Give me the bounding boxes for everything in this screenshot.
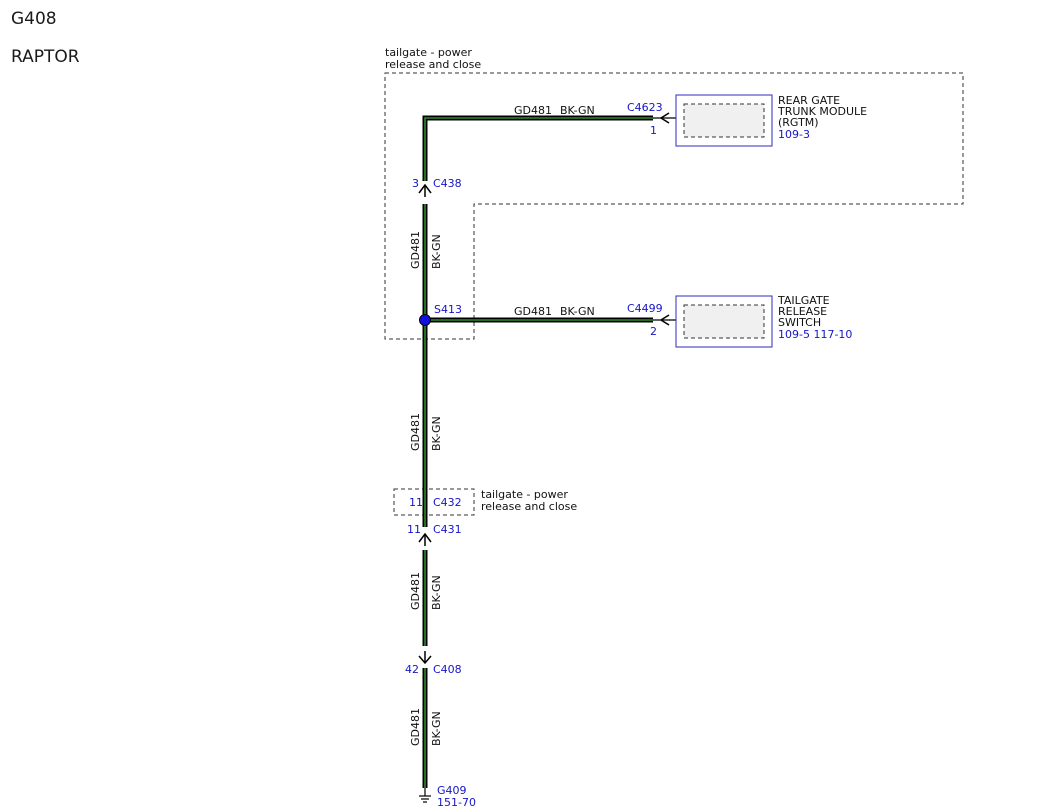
wire-circuit-label: GD481 xyxy=(409,231,422,269)
rgtm-name-line1: REAR GATE xyxy=(778,94,840,107)
wire-circuit-label: GD481 xyxy=(514,104,552,117)
wire-circuit-label: GD481 xyxy=(409,708,422,746)
ground-icon xyxy=(419,788,431,803)
c432-pin-number: 11 xyxy=(409,496,423,509)
ground-ref: 151-70 xyxy=(437,796,476,809)
wire-color-label: BK-GN xyxy=(430,711,443,746)
splice-s413-dot xyxy=(419,314,431,326)
c438-pin-number: 3 xyxy=(412,177,419,190)
switch-pin-number: 2 xyxy=(650,325,657,338)
zone-label-line1: tailgate - power xyxy=(481,488,568,501)
wire-color-label: BK-GN xyxy=(430,575,443,610)
c408-connector-id: C408 xyxy=(433,663,462,676)
page-title: G408 xyxy=(11,9,57,29)
wire-segments xyxy=(422,115,653,788)
c432-connector-id: C432 xyxy=(433,496,462,509)
switch-name-line3: SWITCH xyxy=(778,316,821,329)
rgtm-component xyxy=(675,94,773,147)
zone-label-line2: release and close xyxy=(481,500,577,513)
c438-connector-id: C438 xyxy=(433,177,462,190)
switch-component xyxy=(675,295,773,348)
c432-zone-outline xyxy=(393,488,475,516)
wire-circuit-label: GD481 xyxy=(409,572,422,610)
rgtm-pin-arrow-icon xyxy=(659,112,670,124)
wire-color-label: BK-GN xyxy=(430,416,443,451)
wire-color-label: BK-GN xyxy=(560,104,595,117)
switch-ref: 109-5 117-10 xyxy=(778,328,852,341)
c408-pin-number: 42 xyxy=(405,663,419,676)
switch-name-line1: TAILGATE xyxy=(777,294,830,307)
wire-circuit-label: GD481 xyxy=(409,413,422,451)
rgtm-pin-number: 1 xyxy=(650,124,657,137)
switch-pin-arrow-icon xyxy=(659,314,670,326)
vehicle-model: RAPTOR xyxy=(11,47,80,67)
wire-color-label: BK-GN xyxy=(560,305,595,318)
switch-connector-id: C4499 xyxy=(627,302,663,315)
ground-id: G409 xyxy=(437,784,467,797)
rgtm-ref: 109-3 xyxy=(778,128,810,141)
wire-color-label: BK-GN xyxy=(430,234,443,269)
splice-id: S413 xyxy=(434,303,462,316)
rgtm-name-line2: TRUNK MODULE xyxy=(777,105,867,118)
zone-label-line1: tailgate - power xyxy=(385,46,472,59)
tailgate-zone-outline xyxy=(384,72,964,340)
c431-connector-id: C431 xyxy=(433,523,462,536)
switch-name-line2: RELEASE xyxy=(778,305,827,318)
wire-circuit-label: GD481 xyxy=(514,305,552,318)
rgtm-name-line3: (RGTM) xyxy=(778,116,819,129)
rgtm-connector-id: C4623 xyxy=(627,101,663,114)
zone-label-line2: release and close xyxy=(385,58,481,71)
c431-pin-number: 11 xyxy=(407,523,421,536)
